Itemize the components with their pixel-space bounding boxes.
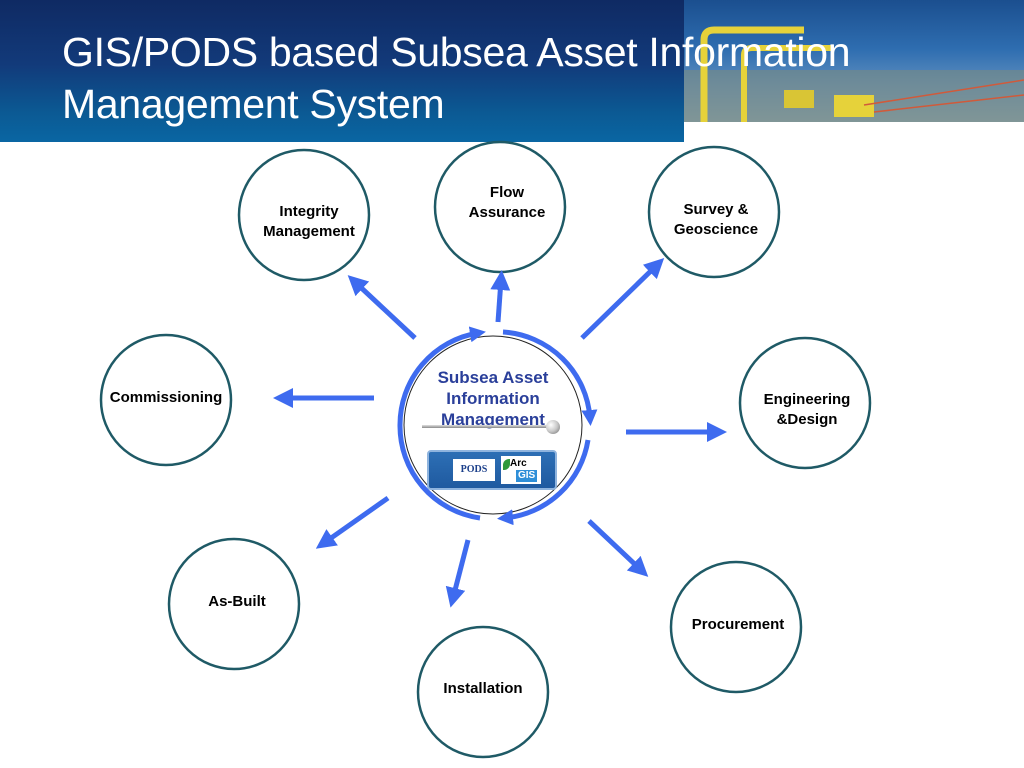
node-installation-line-1: Installation <box>443 680 523 697</box>
arrow-to-asbuilt <box>315 495 390 549</box>
pods-logo: PODS <box>453 459 495 481</box>
title-line-1: GIS/PODS based Subsea Asset Information <box>62 29 851 75</box>
banner-background <box>0 0 684 142</box>
title-line-2: Management System <box>62 81 445 127</box>
node-flow: Flow Assurance <box>442 183 572 223</box>
arrow-to-integrity <box>347 275 417 340</box>
node-asbuilt-line-1: As-Built <box>208 593 266 610</box>
center-title-line-2: Information <box>446 389 540 408</box>
cycle-arc-left <box>397 326 486 521</box>
node-circle-installation <box>416 625 550 759</box>
node-circle-integrity <box>237 148 371 282</box>
node-circle-survey <box>647 145 781 279</box>
center-title-line-3: Management <box>441 410 545 429</box>
node-commissioning: Commissioning <box>96 388 236 408</box>
node-integrity-line-1: Integrity <box>279 203 339 220</box>
center-divider-knob <box>546 420 560 434</box>
node-survey: Survey & Geoscience <box>651 200 781 240</box>
node-survey-line-1: Survey & <box>683 201 749 218</box>
node-engineering-line-2: &Design <box>776 411 838 428</box>
arcgis-logo: Arc GIS <box>501 456 541 484</box>
node-commissioning-line-1: Commissioning <box>109 389 223 406</box>
arrow-to-installation <box>445 539 471 608</box>
arcgis-arc-text: Arc <box>510 458 527 469</box>
banner-photo <box>684 0 1024 122</box>
software-logos: PODS Arc GIS <box>427 450 557 490</box>
node-procurement: Procurement <box>673 615 803 635</box>
node-procurement-line-1: Procurement <box>691 616 785 633</box>
arrow-to-procurement <box>587 519 649 577</box>
arrow-to-survey <box>580 258 665 340</box>
node-integrity: Integrity Management <box>244 202 374 242</box>
node-integrity-line-2: Management <box>263 223 355 240</box>
node-circle-engineering <box>738 336 872 470</box>
node-flow-line-1: Flow <box>489 184 525 201</box>
node-flow-line-2: Assurance <box>468 204 546 221</box>
cycle-arc-right <box>502 329 598 426</box>
node-circle-asbuilt <box>167 537 301 671</box>
node-installation: Installation <box>418 679 548 699</box>
center-divider-rod <box>422 425 548 428</box>
title-banner: GIS/PODS based Subsea Asset Information … <box>0 0 1024 142</box>
page-title: GIS/PODS based Subsea Asset Information … <box>62 26 982 130</box>
node-circle-commissioning <box>99 333 233 467</box>
node-survey-line-2: Geoscience <box>673 221 759 238</box>
arcgis-leaf-icon <box>503 459 510 470</box>
node-engineering: Engineering &Design <box>742 390 872 430</box>
node-circle-procurement <box>669 560 803 694</box>
center-title-line-1: Subsea Asset <box>437 368 549 387</box>
cycle-arc-bottom-right <box>497 439 591 526</box>
arcgis-gis-text: GIS <box>516 470 538 482</box>
node-asbuilt: As-Built <box>172 592 302 612</box>
center-hub-title: Subsea Asset Information Management <box>418 367 568 430</box>
node-engineering-line-1: Engineering <box>763 391 851 408</box>
arrow-to-flow <box>490 270 511 323</box>
